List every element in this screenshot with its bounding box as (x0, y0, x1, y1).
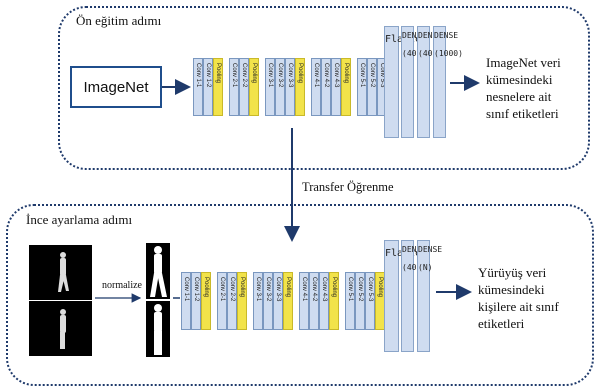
finetune-layer-3-2: Conv 3-2 (263, 272, 273, 330)
pretrain-layer-1-1: Conv 1-1 (193, 58, 203, 116)
normalized-image-2 (146, 301, 170, 357)
finetune-layer-2-1: Conv 2-1 (217, 272, 227, 330)
finetune-layer-1-1: Conv 1-1 (181, 272, 191, 330)
normalized-image-1 (146, 243, 170, 299)
normalized-silhouette-icon (150, 246, 167, 297)
normalize-label: normalize (102, 280, 142, 291)
pretrain-layer-3-2: Conv 3-2 (275, 58, 285, 116)
pretrain-layer-1-2: Conv 1-2 (203, 58, 213, 116)
pretrain-layer-3-1: Conv 3-1 (265, 58, 275, 116)
finetune-layer-3-4: Pooling (283, 272, 293, 330)
finetune-layer-3-3: Conv 3-3 (273, 272, 283, 330)
walking-silhouette-icon (58, 252, 69, 292)
finetune-title: İnce ayarlama adımı (26, 212, 133, 227)
walking-silhouette-icon (60, 309, 66, 349)
pretrain-layer-4-3: Conv 4-3 (331, 58, 341, 116)
finetune-layer-5-1: Conv 5-1 (345, 272, 355, 330)
finetune-layer-4-1: Conv 4-1 (299, 272, 309, 330)
normalized-silhouette-icon (154, 304, 162, 355)
finetune-layer-2-2: Conv 2-2 (227, 272, 237, 330)
finetune-layer-5-3: Conv 5-3 (365, 272, 375, 330)
pretrain-layer-2-2: Conv 2-2 (239, 58, 249, 116)
finetune-layer-1-2: Conv 1-2 (191, 272, 201, 330)
pretrain-panel (58, 6, 590, 170)
finetune-panel (6, 204, 594, 386)
pretrain-output-text: ImageNet veri kümesindeki nesnelere ait … (486, 55, 561, 121)
finetune-output-text: Yürüyüş veri kümesindeki kişilere ait sı… (478, 265, 559, 331)
pretrain-layer-2-3: Pooling (249, 58, 259, 116)
pretrain-layer-4-4: Pooling (341, 58, 351, 116)
finetune-layer-5-2: Conv 5-2 (355, 272, 365, 330)
pretrain-layer-2-1: Conv 2-1 (229, 58, 239, 116)
pretrain-layer-3-4: Pooling (295, 58, 305, 116)
pretrain-layer-4-1: Conv 4-1 (311, 58, 321, 116)
finetune-layer-4-2: Conv 4-2 (309, 272, 319, 330)
pretrain-layer-3-3: Conv 3-3 (285, 58, 295, 116)
transfer-learning-label: Transfer Öğrenme (302, 180, 394, 194)
pretrain-layer-4-2: Conv 4-2 (321, 58, 331, 116)
pretrain-layer-1-3: Pooling (213, 58, 223, 116)
finetune-layer-3-1: Conv 3-1 (253, 272, 263, 330)
finetune-layer-4-3: Conv 4-3 (319, 272, 329, 330)
finetune-layer-4-4: Pooling (329, 272, 339, 330)
pretrain-layer-5-2: Conv 5-2 (367, 58, 377, 116)
imagenet-input-box: ImageNet (70, 66, 162, 108)
finetune-layer-1-3: Pooling (201, 272, 211, 330)
gait-image-2 (28, 300, 93, 357)
pretrain-layer-5-1: Conv 5-1 (357, 58, 367, 116)
gait-image-1 (28, 244, 93, 301)
finetune-layer-2-3: Pooling (237, 272, 247, 330)
pretrain-title: Ön eğitim adımı (76, 13, 162, 28)
